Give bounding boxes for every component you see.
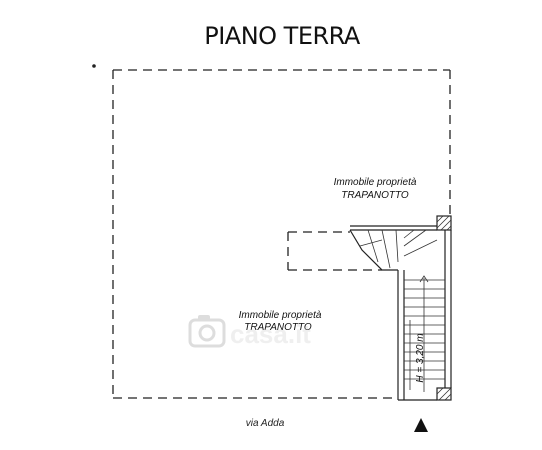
- page-title: PIANO TERRA: [204, 22, 361, 50]
- lower-owner-name: TRAPANOTTO: [244, 322, 312, 333]
- upper-owner-label: Immobile proprietà: [334, 177, 417, 188]
- height-label: H = 3,20 m: [415, 333, 426, 382]
- upper-owner-name: TRAPANOTTO: [341, 190, 409, 201]
- stair-core: [349, 215, 452, 401]
- lower-owner-label: Immobile proprietà: [239, 310, 322, 321]
- adjacent-recess: [287, 231, 382, 271]
- camera-icon: [188, 315, 226, 348]
- watermark: casa.it: [188, 315, 311, 349]
- north-arrow-icon: [414, 418, 428, 432]
- watermark-text: casa.it: [230, 319, 311, 349]
- property-boundary: [112, 69, 451, 399]
- street-label: via Adda: [246, 418, 285, 429]
- stray-mark: [92, 64, 96, 68]
